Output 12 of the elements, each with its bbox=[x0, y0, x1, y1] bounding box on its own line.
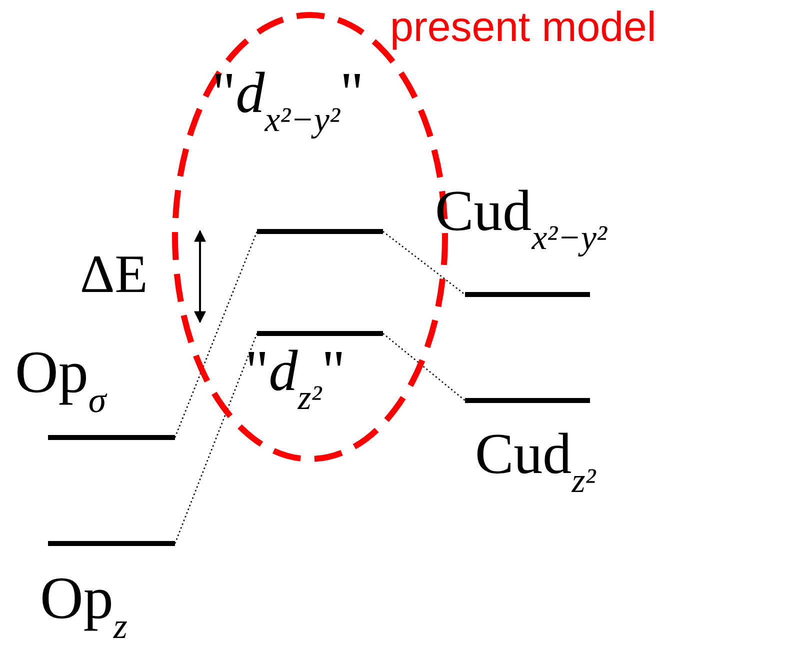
level-label: Op$_{z}$ bbox=[40, 568, 128, 644]
level-label: Cud$_{x²−y²}$ bbox=[435, 182, 607, 256]
level-label: "d$_{z²}$" bbox=[245, 342, 346, 416]
level-label: "d$_{x²−y²}$" bbox=[212, 64, 364, 138]
connector-line bbox=[174, 231, 258, 438]
energy-gap-label: ΔE bbox=[80, 247, 148, 301]
model-label: present model bbox=[390, 6, 656, 48]
connector-line bbox=[382, 230, 466, 296]
level-label: Op$_{σ}$ bbox=[15, 342, 106, 418]
connector-line bbox=[174, 333, 258, 544]
connector-line bbox=[382, 333, 466, 401]
level-label: Cud$_{z²}$ bbox=[475, 425, 596, 499]
